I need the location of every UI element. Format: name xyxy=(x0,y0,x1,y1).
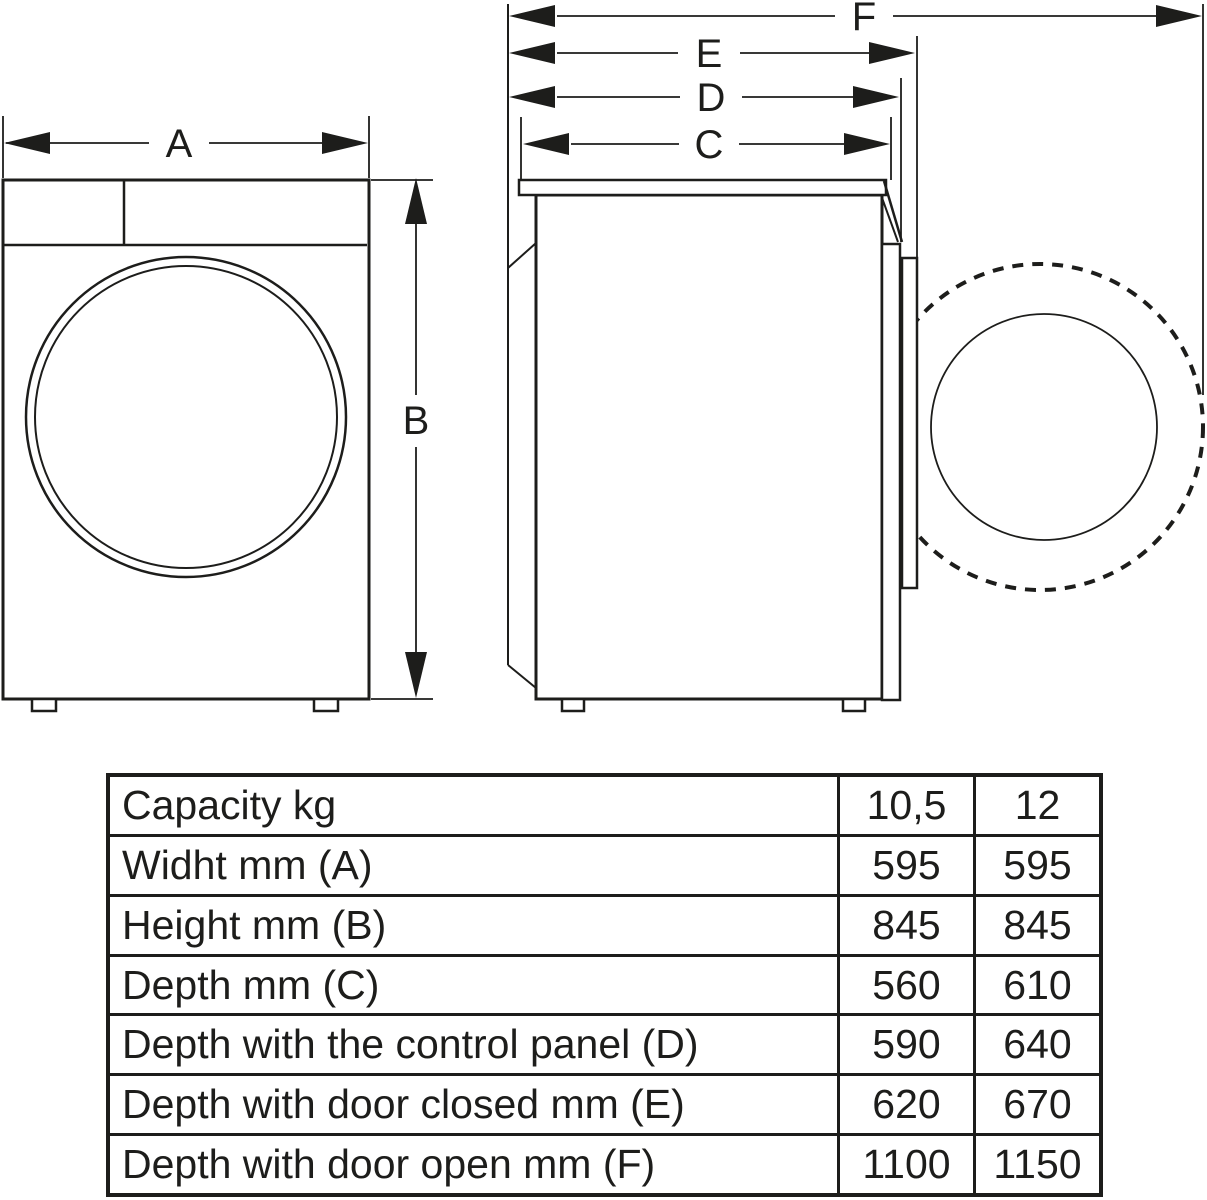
spec-value-model2: 640 xyxy=(973,1016,1099,1074)
spec-label: Depth with the control panel (D) xyxy=(122,1021,699,1068)
spec-value-model1: 560 xyxy=(837,956,973,1014)
spec-label: Depth mm (C) xyxy=(122,961,380,1008)
dim-c-right-arrowhead-icon xyxy=(844,133,890,155)
spec-value-model1: 620 xyxy=(837,1076,973,1134)
table-row-depth-control-panel: Depth with the control panel (D) 590 640 xyxy=(110,1013,1099,1074)
spec-value-model2: 670 xyxy=(973,1076,1099,1134)
table-row-height: Height mm (B) 845 845 xyxy=(110,893,1099,954)
spec-value-model2: 610 xyxy=(973,956,1099,1014)
spec-value-model1: 10,5 xyxy=(837,777,973,834)
dimension-depth-d: D xyxy=(509,76,902,242)
dim-label-d: D xyxy=(697,76,726,120)
door-inner-ring-circle xyxy=(34,265,338,569)
table-row-width: Widht mm (A) 595 595 xyxy=(110,833,1099,894)
spec-label: Widht mm (A) xyxy=(122,841,373,888)
dim-e-right-arrowhead-icon xyxy=(869,42,915,64)
spec-value-model1: 1100 xyxy=(837,1136,973,1194)
dim-b-bottom-arrowhead-icon xyxy=(405,652,427,698)
spec-value-model2: 12 xyxy=(973,777,1099,834)
control-panel-slant-inner-line xyxy=(880,194,899,243)
side-view xyxy=(507,4,1205,713)
dimension-depth-f: F xyxy=(509,0,1204,395)
dim-f-right-arrowhead-icon xyxy=(1156,5,1202,27)
dimension-height-b: B xyxy=(371,178,433,700)
front-view xyxy=(1,178,371,713)
door-outer-ring-circle xyxy=(24,255,348,579)
open-door-porthole-circle xyxy=(930,313,1158,541)
dimension-depth-e: E xyxy=(509,32,918,257)
side-closed-door-band xyxy=(900,256,919,590)
spec-value-model1: 845 xyxy=(837,896,973,954)
spec-value-model2: 845 xyxy=(973,896,1099,954)
dim-label-b: B xyxy=(403,399,430,443)
dim-b-top-arrowhead-icon xyxy=(405,178,427,224)
dim-a-left-arrowhead-icon xyxy=(4,132,50,154)
dim-a-right-arrowhead-icon xyxy=(322,132,368,154)
dim-label-e: E xyxy=(696,32,723,76)
front-left-foot xyxy=(30,697,58,713)
side-back-bottom-chamfer-line xyxy=(507,664,537,689)
side-cabinet-body xyxy=(534,193,884,701)
spec-value-model1: 595 xyxy=(837,836,973,894)
dimension-depth-c: C xyxy=(520,117,892,180)
dim-label-f: F xyxy=(852,0,876,39)
table-row-capacity: Capacity kg 10,5 12 xyxy=(110,777,1099,834)
spec-label: Depth with door closed mm (E) xyxy=(122,1081,685,1128)
table-row-depth-door-closed: Depth with door closed mm (E) 620 670 xyxy=(110,1073,1099,1134)
spec-value-model2: 1150 xyxy=(973,1136,1099,1194)
side-top-lip xyxy=(517,178,888,197)
spec-table: Capacity kg 10,5 12 Widht mm (A) 595 595… xyxy=(106,773,1103,1197)
control-panel-slant-outer-line xyxy=(882,180,904,243)
dim-d-right-arrowhead-icon xyxy=(853,86,899,108)
dimension-diagram: A B C D xyxy=(1,0,1205,713)
spec-label: Capacity kg xyxy=(122,781,337,828)
dim-d-left-arrowhead-icon xyxy=(509,86,555,108)
dim-f-left-arrowhead-icon xyxy=(509,5,555,27)
spec-label: Depth with door open mm (F) xyxy=(122,1141,656,1188)
dim-e-left-arrowhead-icon xyxy=(509,42,555,64)
side-front-panel-band xyxy=(880,242,902,702)
spec-label: Height mm (B) xyxy=(122,901,387,948)
dim-label-a: A xyxy=(166,122,193,166)
spec-value-model2: 595 xyxy=(973,836,1099,894)
side-back-top-chamfer-line xyxy=(507,242,537,269)
spec-value-model1: 590 xyxy=(837,1016,973,1074)
open-door-swing-dashed-circle xyxy=(875,262,1205,592)
side-right-foot xyxy=(841,697,867,713)
dimension-width-a: A xyxy=(2,116,370,178)
side-left-foot xyxy=(560,697,586,713)
dim-label-c: C xyxy=(695,123,724,167)
table-row-depth-door-open: Depth with door open mm (F) 1100 1150 xyxy=(110,1133,1099,1194)
front-right-foot xyxy=(312,697,340,713)
dim-c-left-arrowhead-icon xyxy=(523,133,569,155)
table-row-depth: Depth mm (C) 560 610 xyxy=(110,953,1099,1014)
